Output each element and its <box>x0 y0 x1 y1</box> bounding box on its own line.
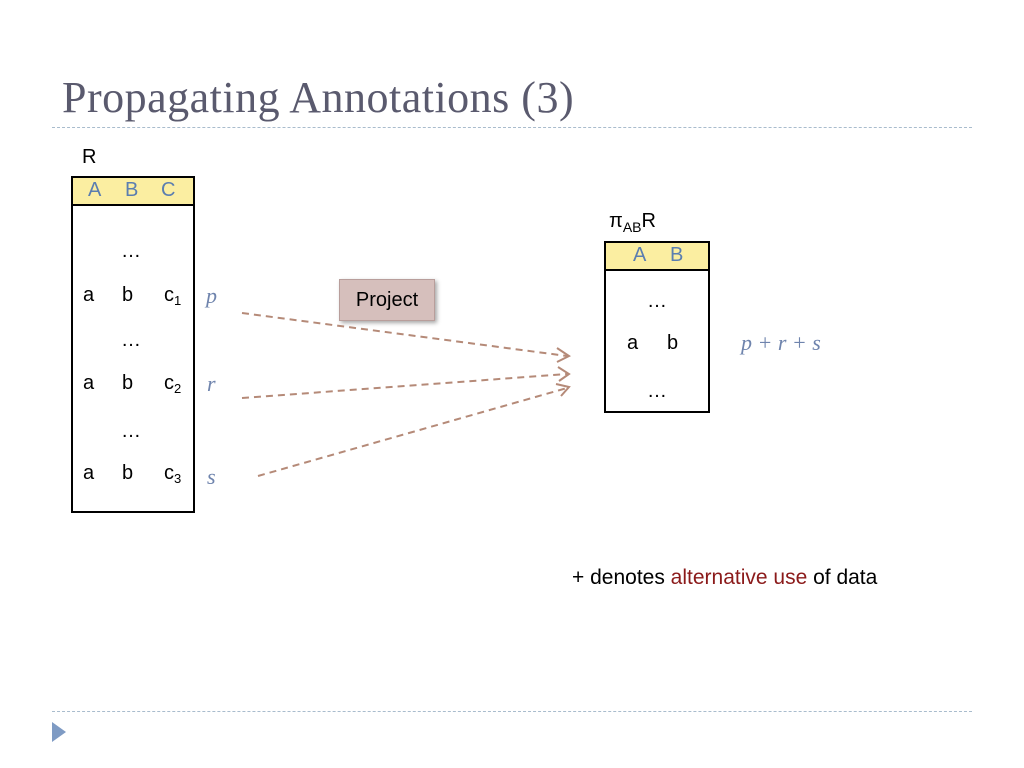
arrow-from-p <box>241 312 568 357</box>
ellipsis-row: … <box>121 240 141 262</box>
explanation-note: + denotes alternative use of data <box>572 566 878 589</box>
result-ellipsis-top: … <box>647 290 667 312</box>
header-a: A <box>88 179 102 201</box>
row1-c: c1 <box>164 284 182 308</box>
project-operator-box: Project <box>339 279 435 321</box>
arrow-from-r <box>241 373 568 399</box>
source-relation-table: A B C <box>71 176 195 513</box>
row3-c: c3 <box>164 462 182 486</box>
note-accent: alternative use <box>670 566 808 589</box>
ellipsis-row: … <box>121 420 141 442</box>
arrowhead-r <box>557 366 571 382</box>
result-relation-header: A B <box>606 243 708 271</box>
row1-a: a <box>83 284 95 306</box>
result-annotation: p + r + s <box>741 330 821 355</box>
result-ellipsis-bottom: … <box>647 380 667 402</box>
header-c: C <box>161 179 176 201</box>
arrow-from-s <box>257 387 568 477</box>
arrowhead-s <box>555 383 571 397</box>
result-row-b: b <box>667 332 679 354</box>
row3-b: b <box>122 462 134 484</box>
source-relation-header: A B C <box>73 178 193 206</box>
arrowhead-p <box>556 347 571 363</box>
row1-b: b <box>122 284 134 306</box>
result-row-a: a <box>627 332 639 354</box>
row2-b: b <box>122 372 134 394</box>
triangle-right-icon[interactable] <box>52 722 66 742</box>
source-relation-name: R <box>82 146 97 168</box>
footer-divider <box>52 711 972 712</box>
annotation-p: p <box>206 283 217 308</box>
header-b: B <box>125 179 139 201</box>
result-relation-name: πABR <box>609 210 656 235</box>
result-header-b: B <box>670 244 684 266</box>
row2-a: a <box>83 372 95 394</box>
result-relation-table: A B <box>604 241 710 413</box>
row2-c: c2 <box>164 372 182 396</box>
slide-title: Propagating Annotations (3) <box>62 73 575 122</box>
row3-a: a <box>83 462 95 484</box>
annotation-r: r <box>207 371 216 396</box>
annotation-s: s <box>207 464 216 489</box>
result-header-a: A <box>633 244 647 266</box>
title-divider <box>52 127 972 128</box>
ellipsis-row: … <box>121 329 141 351</box>
